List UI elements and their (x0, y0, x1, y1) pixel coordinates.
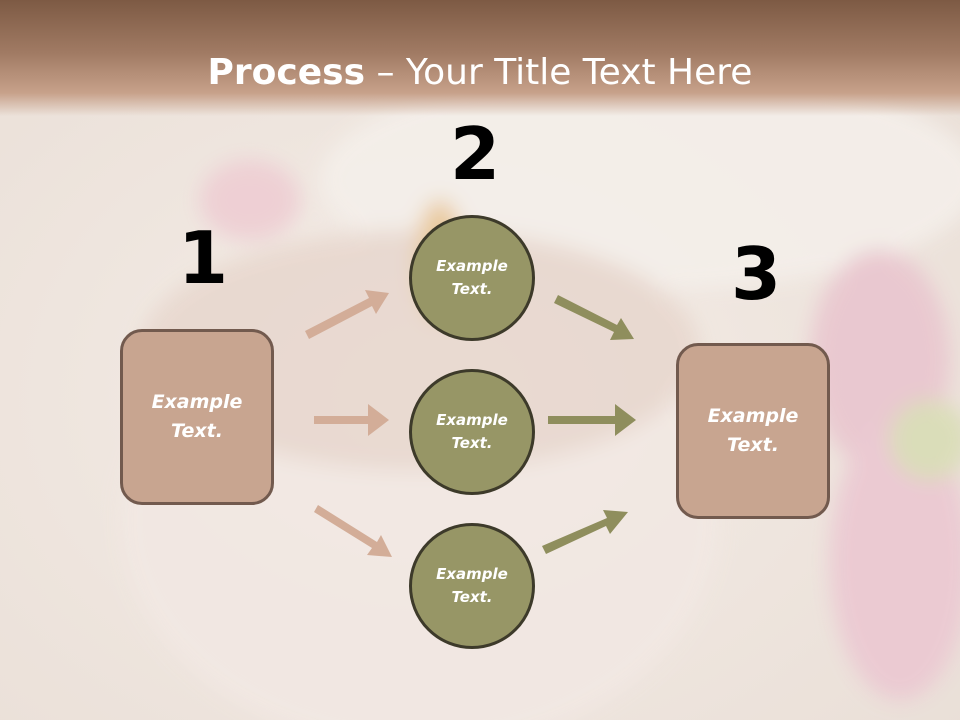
arrow-left-up (305, 290, 389, 339)
arrow-right-down (542, 510, 628, 554)
right-box-line2: Text. (727, 434, 779, 456)
circle-top-line1: Example (436, 257, 508, 275)
circle-top-line2: Text. (451, 280, 493, 298)
circle-middle-line1: Example (436, 411, 508, 429)
title-rest: – Your Title Text Here (365, 52, 753, 93)
circle-bottom: Example Text. (409, 523, 535, 649)
title-bar (0, 0, 960, 116)
title-bold: Process (207, 52, 366, 93)
arrow-left-mid (314, 404, 389, 436)
left-box-line2: Text. (171, 420, 223, 442)
circle-middle-line2: Text. (451, 434, 493, 452)
circle-top: Example Text. (409, 215, 535, 341)
left-box: Example Text. (120, 329, 274, 505)
arrow-right-mid (548, 404, 636, 436)
circle-bottom-line2: Text. (451, 588, 493, 606)
right-box: Example Text. (676, 343, 830, 519)
slide-title: Process – Your Title Text Here (0, 52, 960, 93)
arrow-right-up (554, 295, 634, 340)
circle-middle: Example Text. (409, 369, 535, 495)
right-box-line1: Example (707, 405, 799, 427)
left-box-line1: Example (151, 391, 243, 413)
circle-bottom-line1: Example (436, 565, 508, 583)
step-number-1: 1 (178, 216, 229, 300)
step-number-2: 2 (450, 112, 501, 196)
arrow-left-down (314, 505, 392, 557)
step-number-3: 3 (731, 232, 782, 316)
